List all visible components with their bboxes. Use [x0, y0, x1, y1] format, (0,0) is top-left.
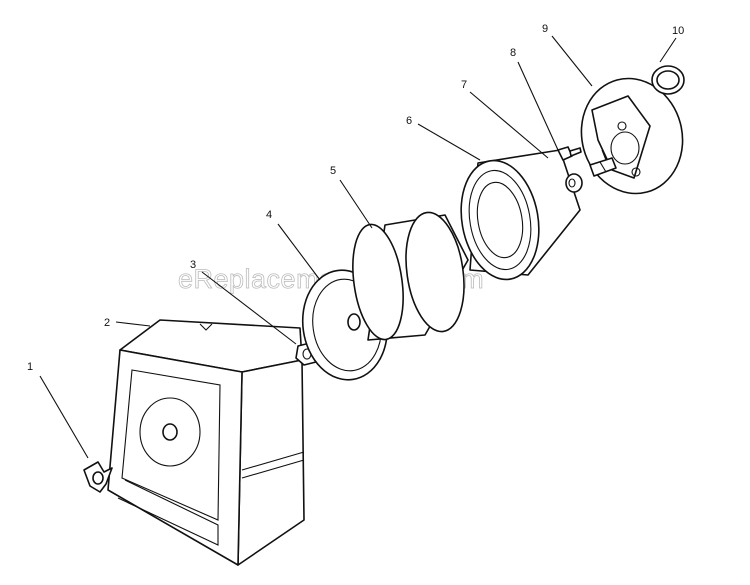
callout-5: 5: [330, 165, 336, 177]
callout-3: 3: [190, 259, 196, 271]
leader-lines: [39, 35, 677, 459]
callout-1: 1: [27, 361, 33, 373]
part-2-cover: [107, 319, 305, 566]
callout-7: 7: [461, 79, 467, 91]
callout-8: 8: [510, 47, 516, 59]
part-7-spacer: [565, 173, 583, 193]
part-5-precleaner: [352, 211, 469, 341]
callout-2: 2: [104, 317, 110, 329]
part-9-back-plate: [580, 77, 684, 195]
part-10-gasket: [651, 65, 685, 95]
part-6-filter: [460, 149, 581, 281]
callout-labels: 1 2 3 4 5 6 7 8 9 10: [27, 23, 684, 373]
part-1-wing-nut: [83, 461, 113, 493]
part-8-screw: [557, 146, 582, 161]
callout-6: 6: [406, 115, 412, 127]
callout-9: 9: [542, 23, 548, 35]
callout-4: 4: [266, 209, 272, 221]
callout-10: 10: [672, 25, 684, 37]
